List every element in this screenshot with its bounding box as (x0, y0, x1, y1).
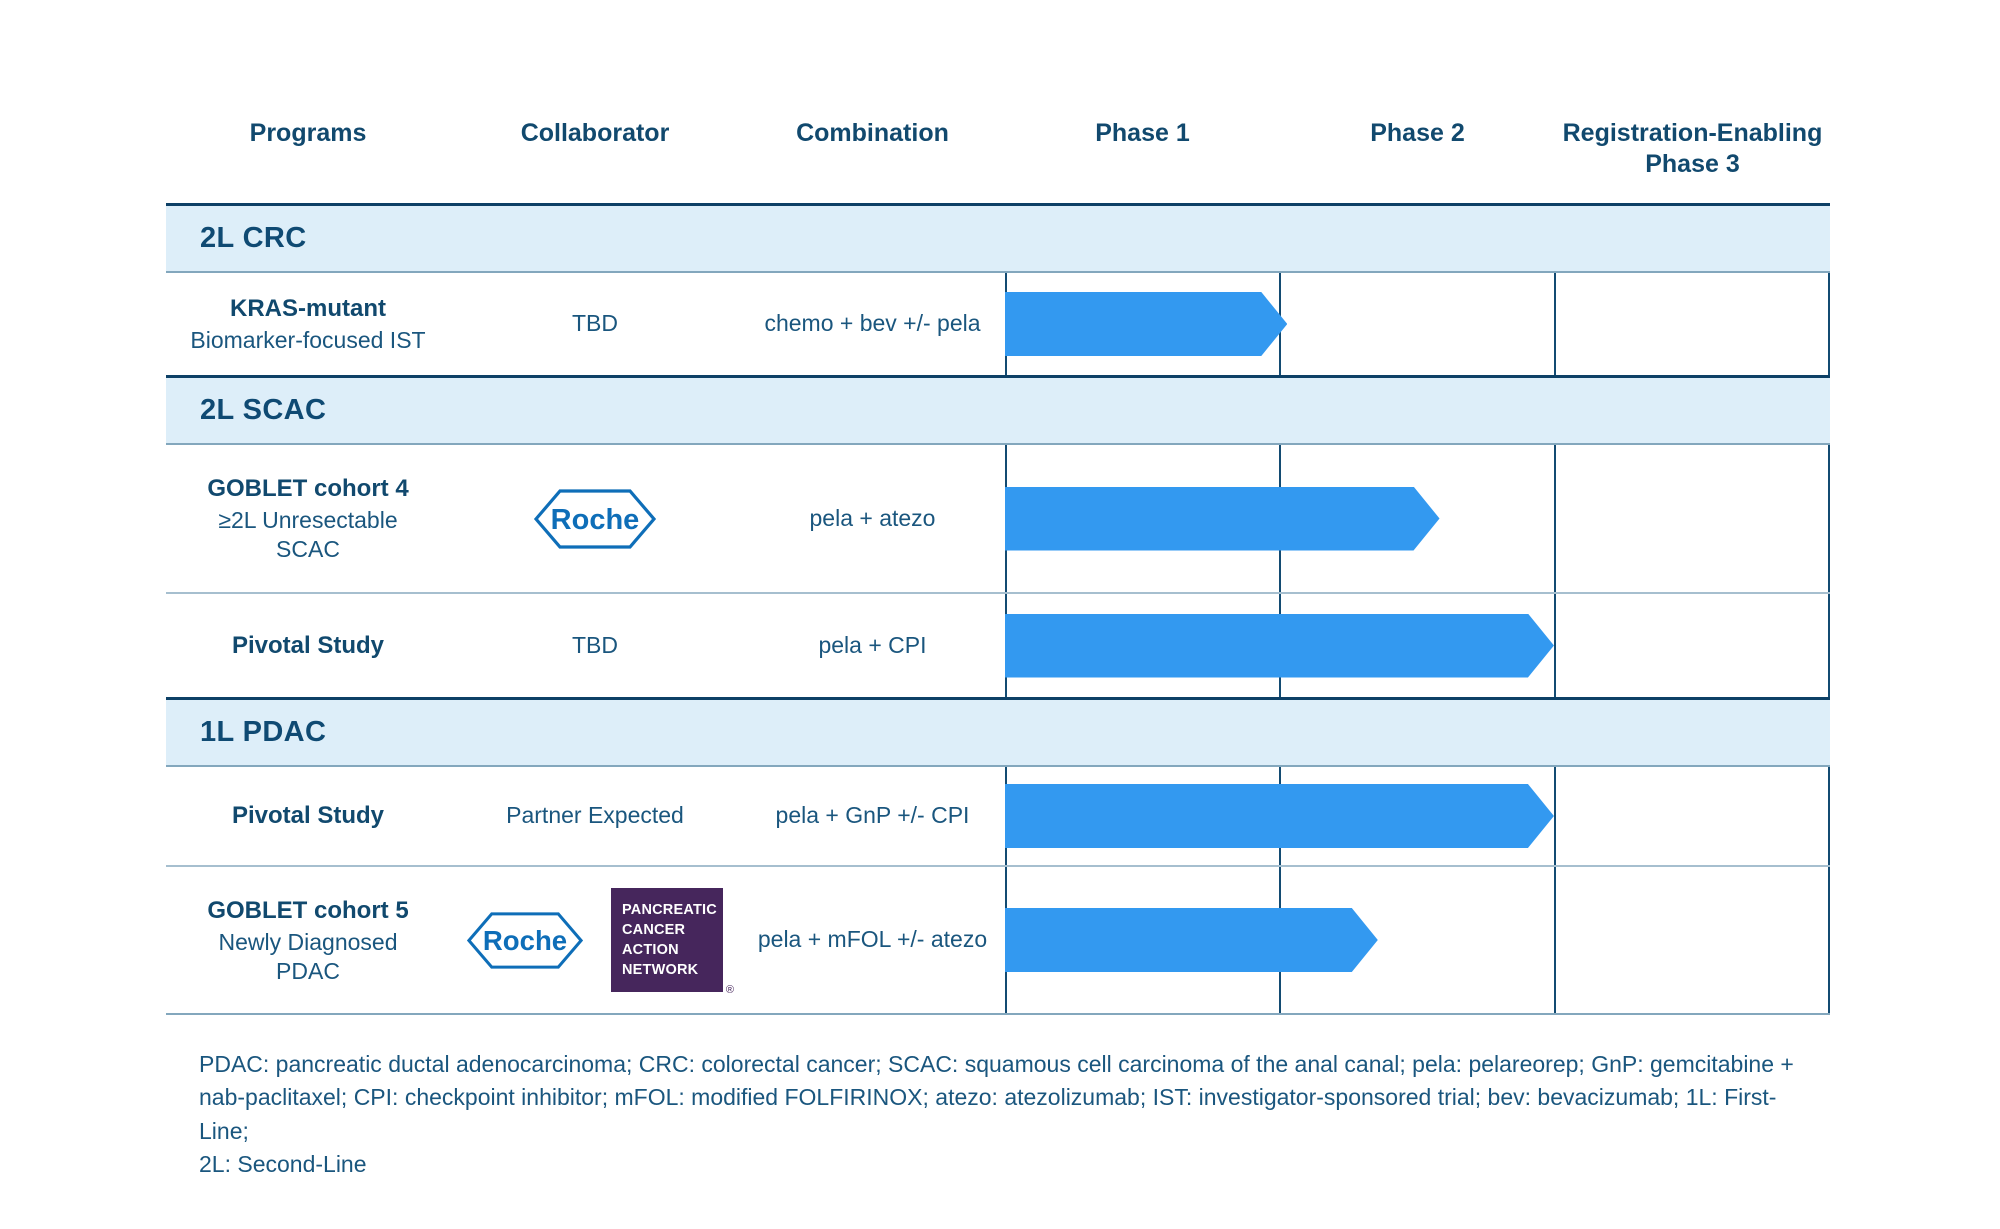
phase-3-cell (1553, 445, 1828, 592)
combination-text: pela + mFOL +/- atezo (757, 926, 988, 953)
phase-progress-bar (1005, 784, 1554, 848)
collaborator-cell: Roche PANCREATIC CANCER ACTION NETWORK ® (450, 867, 740, 1013)
collaborator-text: Partner Expected (506, 802, 684, 829)
combination-cell: pela + CPI (740, 594, 1005, 697)
combination-cell: pela + mFOL +/- atezo (740, 867, 1005, 1013)
table-row-goblet-cohort-5: GOBLET cohort 5 Newly Diagnosed PDAC Roc… (166, 865, 1830, 1015)
phase-2-cell (1279, 273, 1553, 375)
pancan-logo: PANCREATIC CANCER ACTION NETWORK ® (611, 888, 734, 996)
program-cell: Pivotal Study (166, 767, 450, 865)
pancan-logo-line: NETWORK (622, 962, 699, 978)
program-cell: Pivotal Study (166, 594, 450, 697)
phase-progress-bar (1005, 487, 1440, 551)
combination-cell: pela + atezo (740, 445, 1005, 592)
pancan-logo-line: ACTION (622, 942, 679, 958)
collaborator-cell: Partner Expected (450, 767, 740, 865)
pipeline-table: Programs Collaborator Combination Phase … (166, 112, 1830, 1015)
program-cell: KRAS-mutant Biomarker-focused IST (166, 273, 450, 375)
phase-3-cell (1553, 767, 1828, 865)
table-row-kras-mutant: KRAS-mutant Biomarker-focused IST TBD ch… (166, 273, 1830, 375)
program-subtitle: Biomarker-focused IST (190, 327, 426, 354)
registered-trademark-symbol: ® (725, 984, 734, 996)
phase-track (1005, 867, 1830, 1013)
collaborator-text: TBD (572, 310, 618, 337)
pancan-logo-line: CANCER (622, 922, 686, 938)
pancan-logo-line: PANCREATIC (622, 902, 717, 918)
collaborator-cell: TBD (450, 273, 740, 375)
collaborator-logos: Roche PANCREATIC CANCER ACTION NETWORK ® (467, 888, 734, 996)
program-subtitle: ≥2L Unresectable SCAC (218, 507, 398, 563)
header-phase-3: Registration-Enabling Phase 3 (1562, 119, 1823, 179)
program-title: KRAS-mutant (230, 295, 386, 323)
roche-logo-text: Roche (551, 504, 640, 536)
combination-cell: chemo + bev +/- pela (740, 273, 1005, 375)
table-row-pivotal-study-scac: Pivotal Study TBD pela + CPI (166, 592, 1830, 697)
section-band-2l-crc: 2L CRC (166, 203, 1830, 273)
footnote-line: 2L: Second-Line (199, 1151, 367, 1178)
footnote-line: nab-paclitaxel; CPI: checkpoint inhibito… (199, 1084, 1777, 1144)
phase-track (1005, 273, 1830, 375)
table-row-pivotal-study-pdac: Pivotal Study Partner Expected pela + Gn… (166, 767, 1830, 865)
roche-logo: Roche (534, 488, 656, 549)
section-band-1l-pdac: 1L PDAC (166, 697, 1830, 767)
section-band-2l-scac: 2L SCAC (166, 375, 1830, 445)
section-label: 2L CRC (200, 222, 307, 254)
phase-track (1005, 767, 1830, 865)
program-title: Pivotal Study (231, 802, 385, 830)
table-row-goblet-cohort-4: GOBLET cohort 4 ≥2L Unresectable SCAC Ro… (166, 445, 1830, 592)
combination-text: chemo + bev +/- pela (764, 310, 981, 337)
phase-3-cell (1553, 867, 1828, 1013)
program-subtitle: Newly Diagnosed PDAC (218, 928, 398, 984)
phase-progress-bar (1005, 292, 1287, 356)
phase-track (1005, 445, 1830, 592)
collaborator-text: TBD (572, 631, 618, 658)
header-collaborator: Collaborator (520, 119, 670, 147)
collaborator-cell: Roche (450, 445, 740, 592)
phase-3-cell (1553, 273, 1828, 375)
roche-logo: Roche (467, 911, 583, 969)
program-title: GOBLET cohort 5 (207, 896, 409, 924)
combination-text: pela + atezo (809, 504, 936, 531)
footnote-line: PDAC: pancreatic ductal adenocarcinoma; … (199, 1051, 1794, 1077)
program-cell: GOBLET cohort 4 ≥2L Unresectable SCAC (166, 445, 450, 592)
program-title: GOBLET cohort 4 (207, 475, 409, 503)
header-phase-1: Phase 1 (1095, 119, 1190, 147)
section-label: 1L PDAC (200, 716, 327, 748)
column-header-row: Programs Collaborator Combination Phase … (166, 112, 1830, 203)
header-phase-2: Phase 2 (1370, 119, 1465, 147)
combination-text: pela + CPI (818, 631, 927, 658)
combination-text: pela + GnP +/- CPI (775, 802, 970, 829)
abbreviation-footnote: PDAC: pancreatic ductal adenocarcinoma; … (199, 1048, 1799, 1181)
phase-progress-bar (1005, 614, 1554, 678)
roche-logo-text: Roche (483, 925, 567, 956)
collaborator-logos: Roche (534, 487, 656, 551)
combination-cell: pela + GnP +/- CPI (740, 767, 1005, 865)
phase-track (1005, 594, 1830, 697)
program-cell: GOBLET cohort 5 Newly Diagnosed PDAC (166, 867, 450, 1013)
collaborator-cell: TBD (450, 594, 740, 697)
header-combination: Combination (796, 119, 949, 147)
section-label: 2L SCAC (200, 394, 327, 426)
program-title: Pivotal Study (231, 631, 385, 659)
header-programs: Programs (249, 119, 367, 147)
phase-3-cell (1553, 594, 1828, 697)
phase-progress-bar (1005, 908, 1378, 972)
